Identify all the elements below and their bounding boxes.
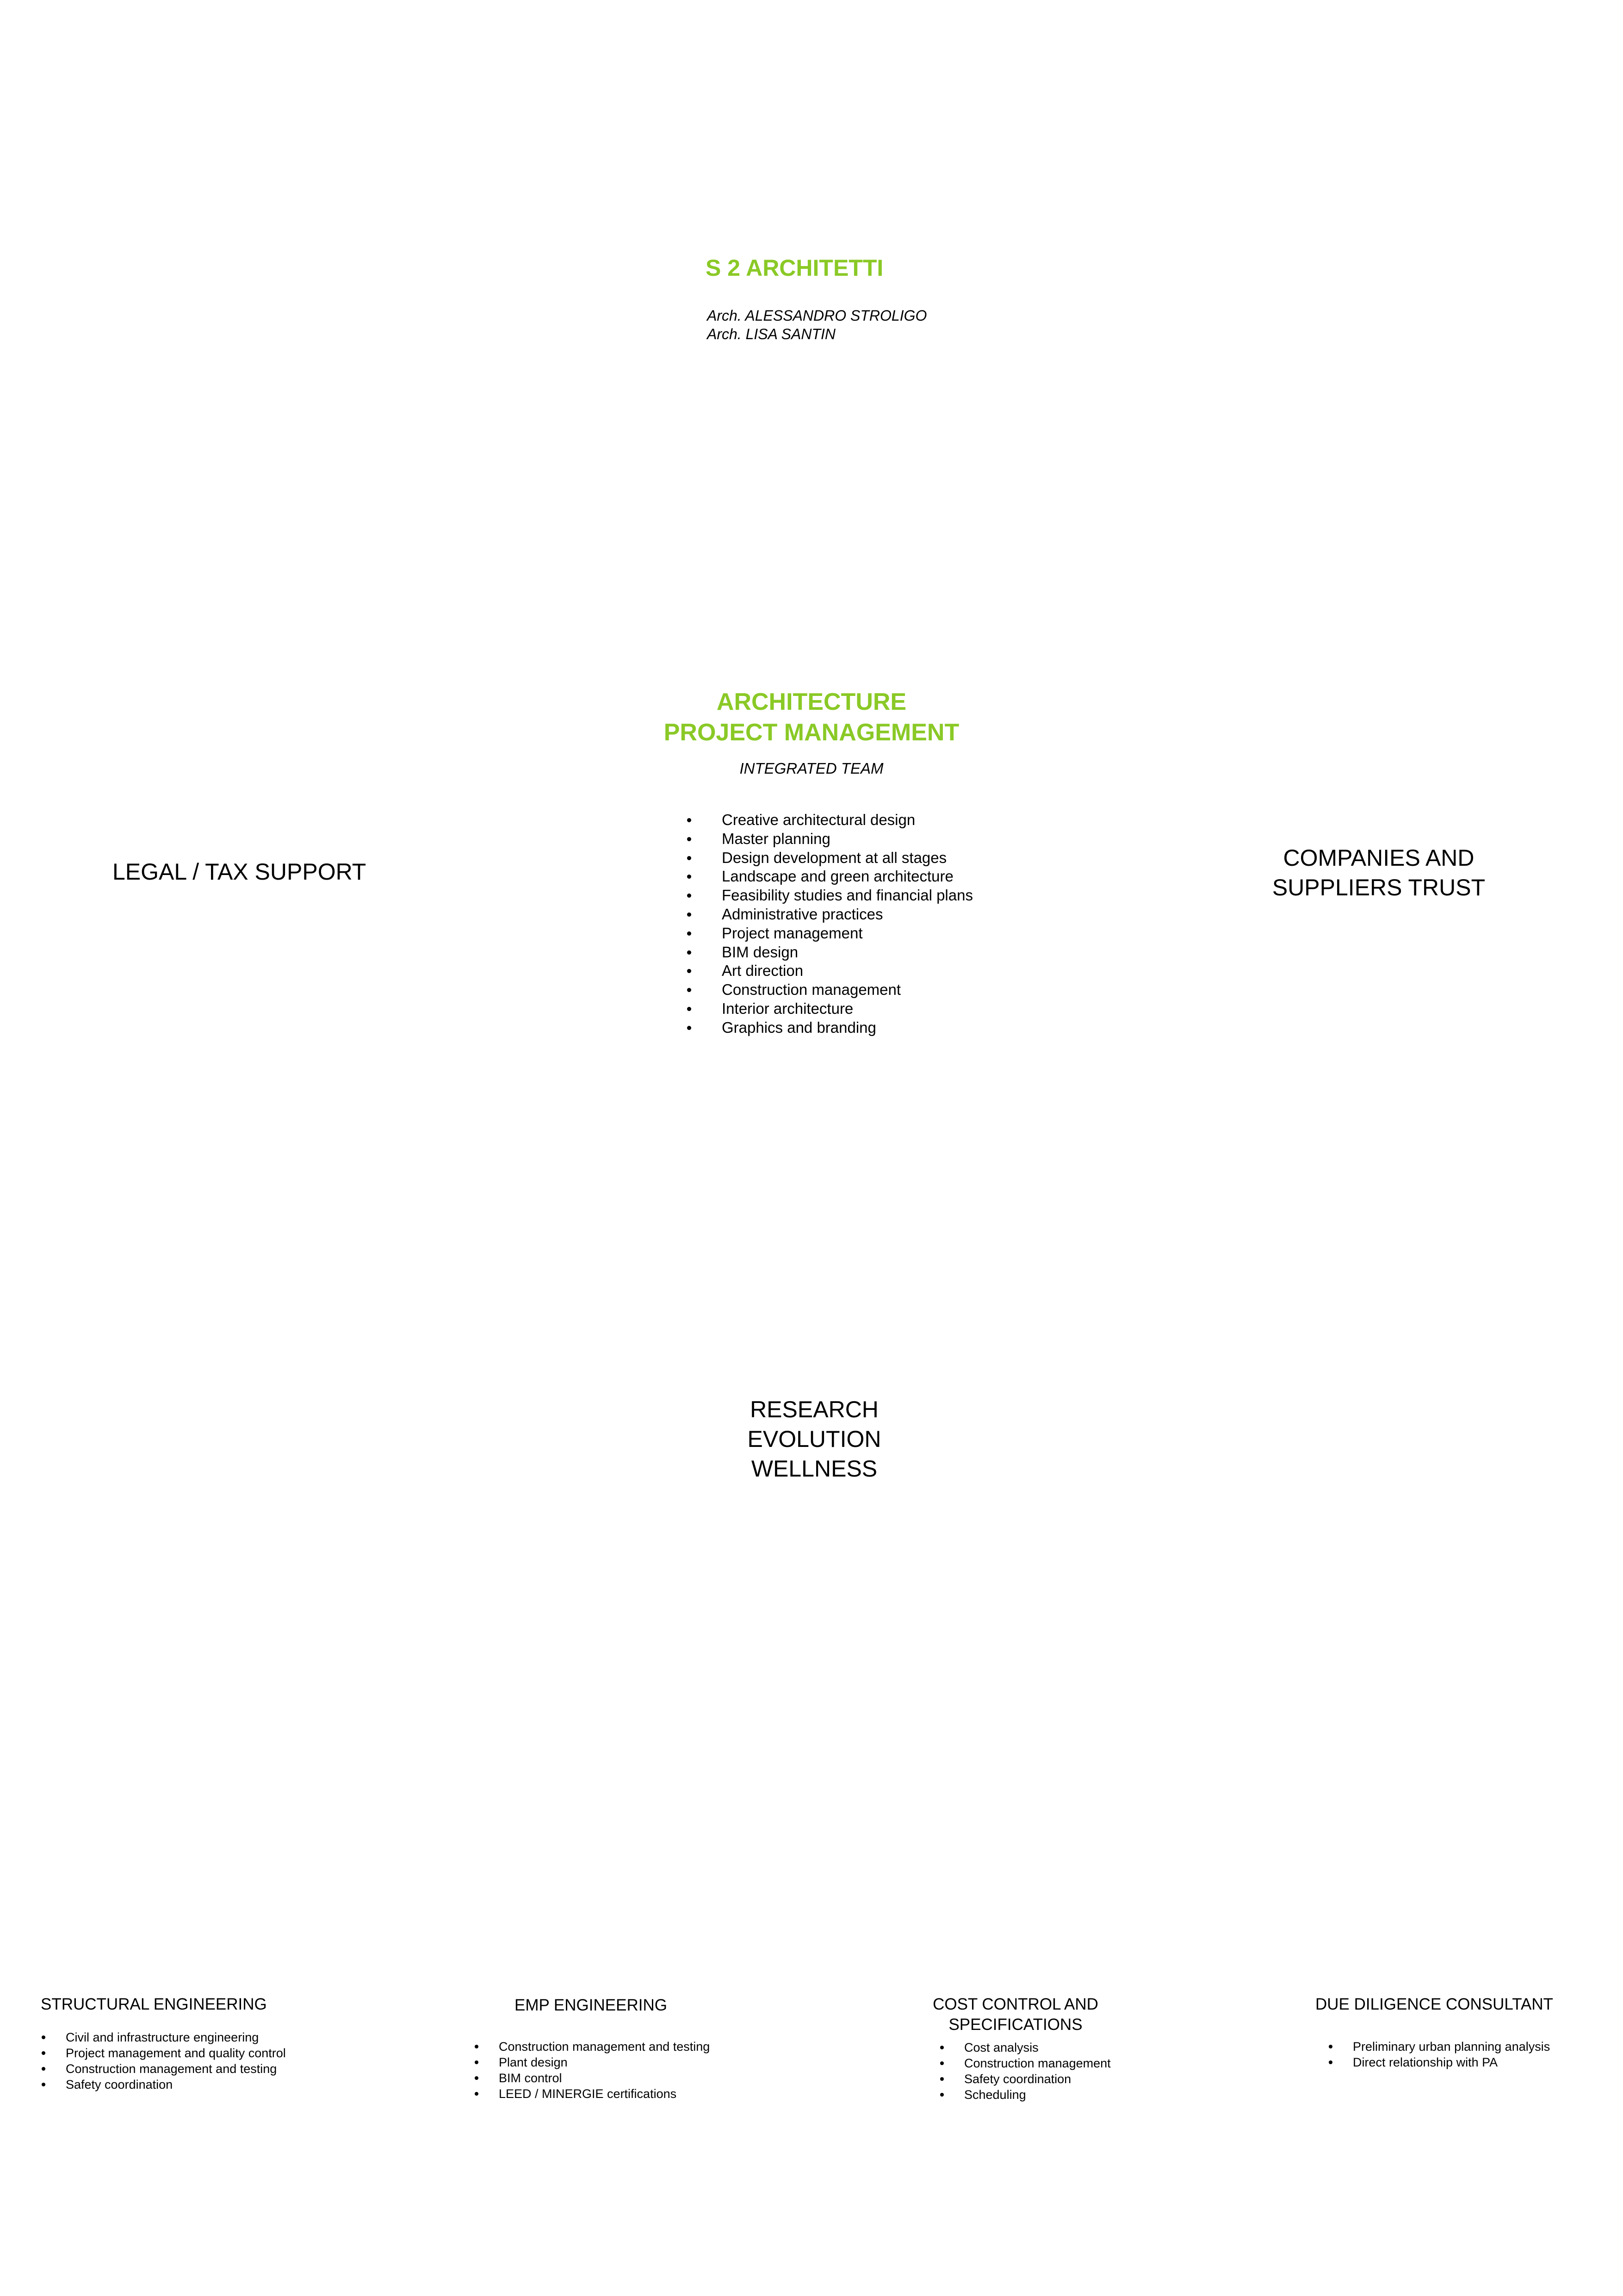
column-item: Scheduling: [939, 2087, 1111, 2103]
service-item: Art direction: [685, 962, 973, 980]
service-item: Administrative practices: [685, 905, 973, 924]
column-item: Safety coordination: [41, 2077, 286, 2092]
column-title-line: COST CONTROL AND: [933, 1995, 1098, 2013]
companies-suppliers-line: COMPANIES AND: [1283, 845, 1474, 871]
emp-engineering-list: Construction management and testing Plan…: [474, 2039, 710, 2102]
services-list: Creative architectural design Master pla…: [685, 811, 973, 1037]
architect-name: Arch. ALESSANDRO STROLIGO: [707, 307, 927, 324]
service-item: Interior architecture: [685, 999, 973, 1018]
architect-names: Arch. ALESSANDRO STROLIGO Arch. LISA SAN…: [707, 306, 927, 343]
research-line: WELLNESS: [751, 1456, 878, 1482]
research-line: EVOLUTION: [747, 1426, 881, 1452]
service-item: Project management: [685, 924, 973, 943]
column-item: Cost analysis: [939, 2040, 1111, 2055]
architect-name: Arch. LISA SANTIN: [707, 326, 836, 342]
center-title-line: PROJECT MANAGEMENT: [663, 719, 960, 746]
cost-control-list: Cost analysis Construction management Sa…: [939, 2040, 1111, 2103]
center-title: ARCHITECTURE PROJECT MANAGEMENT: [580, 687, 1043, 748]
research-block: RESEARCH EVOLUTION WELLNESS: [694, 1395, 935, 1483]
service-item: Feasibility studies and financial plans: [685, 886, 973, 905]
team-label: INTEGRATED TEAM: [739, 760, 884, 777]
column-list: Civil and infrastructure engineering Pro…: [41, 2029, 286, 2092]
companies-suppliers-label: COMPANIES AND SUPPLIERS TRUST: [1249, 843, 1508, 902]
research-line: RESEARCH: [750, 1396, 879, 1422]
column-item: Construction management and testing: [41, 2061, 286, 2077]
legal-tax-support-label: LEGAL / TAX SUPPORT: [112, 859, 366, 885]
firm-name: S 2 ARCHITETTI: [706, 255, 884, 281]
column-title: STRUCTURAL ENGINEERING: [41, 1995, 267, 2013]
column-item: BIM control: [474, 2070, 710, 2086]
due-diligence-list: Preliminary urban planning analysis Dire…: [1328, 2039, 1550, 2070]
service-item: Graphics and branding: [685, 1018, 973, 1037]
service-item: Creative architectural design: [685, 811, 973, 830]
column-item: Direct relationship with PA: [1328, 2054, 1550, 2070]
companies-suppliers-line: SUPPLIERS TRUST: [1272, 875, 1486, 900]
service-item: Design development at all stages: [685, 849, 973, 868]
due-diligence-title: DUE DILIGENCE CONSULTANT: [1315, 1994, 1553, 2015]
column-item: Construction management and testing: [474, 2039, 710, 2054]
cost-control-title: COST CONTROL AND SPECIFICATIONS: [907, 1994, 1124, 2035]
emp-engineering-title: EMP ENGINEERING: [514, 1995, 667, 2016]
center-section: ARCHITECTURE PROJECT MANAGEMENT INTEGRAT…: [580, 687, 1043, 777]
column-title: EMP ENGINEERING: [514, 1996, 667, 2014]
column-item: Construction management: [939, 2055, 1111, 2071]
column-item: Plant design: [474, 2054, 710, 2070]
structural-engineering-column: STRUCTURAL ENGINEERING Civil and infrast…: [41, 1994, 286, 2092]
service-item: BIM design: [685, 943, 973, 962]
column-item: LEED / MINERGIE certifications: [474, 2086, 710, 2102]
column-item: Preliminary urban planning analysis: [1328, 2039, 1550, 2054]
center-title-line: ARCHITECTURE: [716, 689, 907, 715]
column-item: Civil and infrastructure engineering: [41, 2029, 286, 2045]
service-item: Landscape and green architecture: [685, 867, 973, 886]
column-title-line: SPECIFICATIONS: [948, 2016, 1083, 2034]
column-title: DUE DILIGENCE CONSULTANT: [1315, 1995, 1554, 2013]
column-item: Project management and quality control: [41, 2045, 286, 2061]
service-item: Construction management: [685, 980, 973, 999]
service-item: Master planning: [685, 830, 973, 849]
column-item: Safety coordination: [939, 2071, 1111, 2087]
